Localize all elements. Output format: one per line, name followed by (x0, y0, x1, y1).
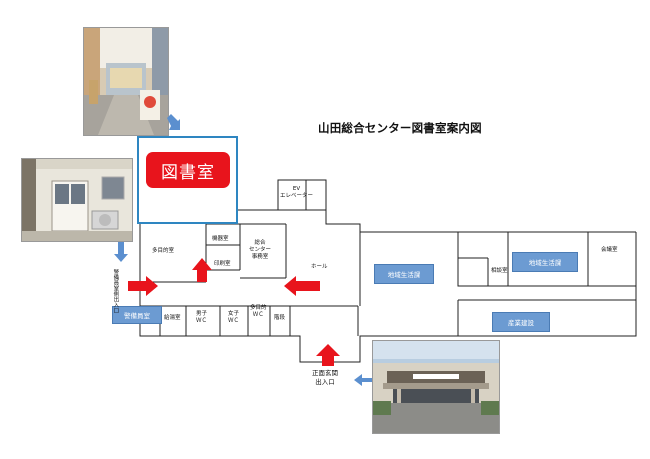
map-title: 山田総合センター図書室案内図 (318, 121, 482, 135)
dept-community-2: 地域生活課 (512, 252, 578, 272)
room-women-wc: 女子 ＷＣ (228, 311, 240, 324)
library-room: 図書室 (137, 136, 238, 224)
room-machine: 機器室 (212, 236, 229, 242)
main-entrance-label: 正面玄関 出入口 (312, 369, 338, 386)
room-hall: ホール (311, 264, 328, 270)
library-label: 図書室 (146, 152, 230, 188)
room-multi-wc: 多目的 ＷＣ (250, 305, 267, 318)
dept-industry: 産業建設 (492, 312, 550, 332)
dept-guard: 警備員室 (112, 306, 162, 324)
room-print: 印刷室 (214, 261, 231, 267)
main-entrance-photo (372, 340, 500, 434)
room-stairs: 階段 (274, 315, 286, 321)
room-consultation: 相談室 (491, 268, 508, 274)
library-entrance-photo (83, 27, 169, 136)
staff-entrance-photo (21, 158, 133, 242)
room-center-office: 総合 センター 事務室 (249, 240, 272, 260)
dept-community-1: 地域生活課 (374, 264, 434, 284)
room-ev: EV エレベーター (280, 186, 314, 199)
room-meeting: 会議室 (601, 247, 618, 253)
room-kitchen: 給湯室 (164, 315, 181, 321)
room-men-wc: 男子 ＷＣ (196, 311, 208, 324)
staff-entrance-label: 警備員室側出入口 (112, 269, 119, 313)
room-multipurpose: 多目的室 (152, 248, 175, 254)
